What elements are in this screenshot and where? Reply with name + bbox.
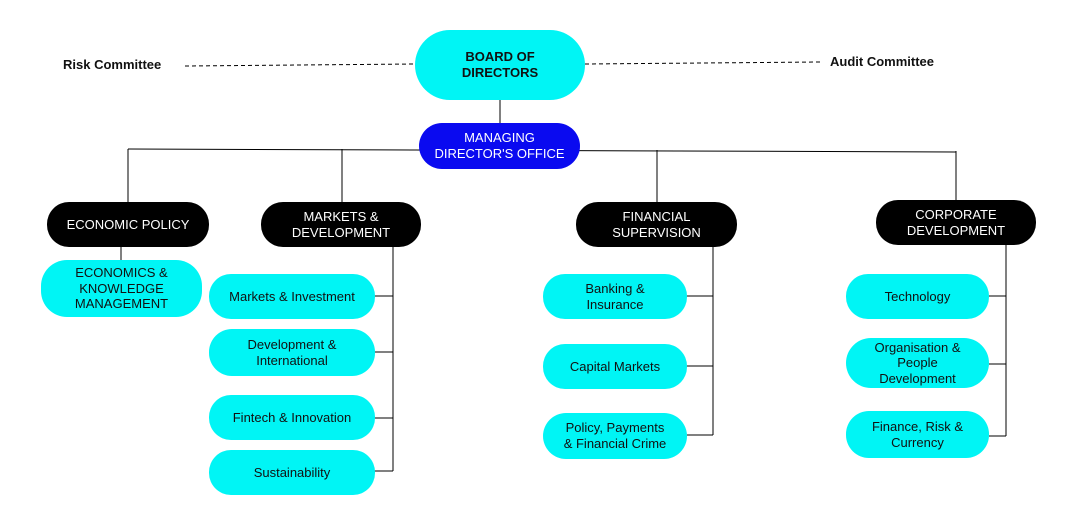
- division-corporate-development: CORPORATE DEVELOPMENT: [876, 200, 1036, 245]
- audit-committee-label: Audit Committee: [830, 54, 934, 69]
- unit-capital-markets: Capital Markets: [543, 344, 687, 389]
- risk-committee-link: [184, 63, 416, 67]
- unit-development-international: Development & International: [209, 329, 375, 376]
- unit-technology: Technology: [846, 274, 989, 319]
- division-financial-supervision: FINANCIAL SUPERVISION: [576, 202, 737, 247]
- managing-directors-office-node: MANAGING DIRECTOR'S OFFICE: [419, 123, 580, 169]
- unit-fintech-innovation: Fintech & Innovation: [209, 395, 375, 440]
- unit-markets-investment: Markets & Investment: [209, 274, 375, 319]
- unit-policy-payments-financial-crime: Policy, Payments & Financial Crime: [543, 413, 687, 459]
- risk-committee-label: Risk Committee: [63, 57, 162, 72]
- division-markets-development: MARKETS & DEVELOPMENT: [261, 202, 421, 247]
- unit-sustainability: Sustainability: [209, 450, 375, 495]
- division-economic-policy: ECONOMIC POLICY: [47, 202, 209, 247]
- audit-committee-link: [584, 61, 821, 65]
- unit-economics-knowledge-management: ECONOMICS & KNOWLEDGE MANAGEMENT: [41, 260, 202, 317]
- unit-finance-risk-currency: Finance, Risk & Currency: [846, 411, 989, 458]
- unit-organisation-people-development: Organisation & People Development: [846, 338, 989, 388]
- unit-banking-insurance: Banking & Insurance: [543, 274, 687, 319]
- board-of-directors-node: BOARD OF DIRECTORS: [415, 30, 585, 100]
